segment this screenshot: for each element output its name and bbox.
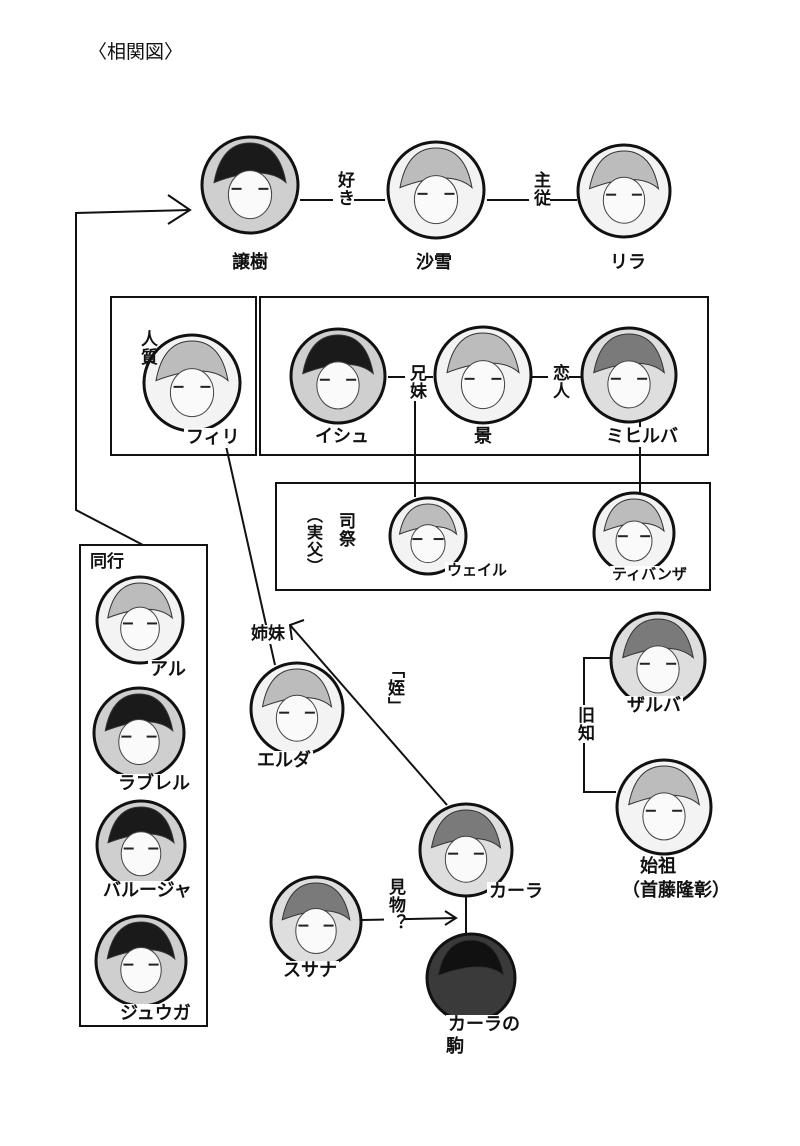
firi-portrait — [142, 333, 242, 433]
relation-jippu: （実父） — [304, 507, 323, 575]
name-kara-koma-2: 駒 — [446, 1036, 464, 1057]
priest-box — [275, 482, 711, 591]
name-firi: フィリ — [184, 427, 242, 448]
kara-koma-portrait — [425, 932, 517, 1024]
companion-box — [79, 544, 208, 1027]
relation-koibito: 恋人 — [548, 363, 569, 401]
name-susana: スサナ — [281, 960, 339, 981]
susana-portrait — [269, 875, 363, 969]
page-title: 〈相関図〉 — [88, 41, 184, 63]
name-baruja: バルージャ — [101, 880, 194, 901]
name-ishu: イシュ — [313, 426, 371, 447]
name-tivanza: ティバンザ — [610, 565, 689, 583]
name-eruda: エルダ — [255, 750, 313, 771]
name-rabururu: ラブレル — [116, 773, 192, 794]
weiru-portrait — [388, 496, 468, 576]
zaruba-portrait — [609, 611, 707, 709]
relation-kyoudai: 兄妹 — [405, 363, 426, 401]
relation-kyuuchi: 旧知 — [573, 705, 594, 743]
relation-dougyou: 同行 — [90, 552, 124, 572]
name-shiso-sub: （首藤隆彰） — [622, 880, 730, 901]
name-kara-koma-1: カーラの — [446, 1014, 522, 1035]
rira-portrait — [576, 143, 672, 239]
kara-portrait — [418, 802, 514, 898]
name-kei: 景 — [474, 426, 492, 447]
relation-kenbutsu: 見物？ — [384, 877, 405, 933]
name-zaruba: ザルバ — [625, 695, 683, 716]
name-juuga: ジュウガ — [118, 1003, 193, 1024]
rabururu-portrait — [92, 686, 186, 780]
name-rira: リラ — [610, 252, 646, 273]
relation-hitojichi: 人質 — [137, 330, 157, 366]
juuga-portrait — [94, 914, 188, 1008]
name-kara: カーラ — [487, 881, 545, 902]
hostage-box — [110, 296, 257, 456]
mihiruba-portrait — [580, 326, 678, 424]
sayuki-portrait — [386, 140, 486, 240]
relation-shimai: 姉妹 — [249, 624, 287, 644]
tivanza-portrait — [592, 491, 676, 575]
yuki-portrait — [200, 135, 300, 235]
name-sayuki: 沙雪 — [416, 252, 452, 273]
ishu-portrait — [289, 327, 387, 425]
shiso-portrait — [615, 758, 713, 856]
aru-portrait — [95, 575, 185, 665]
name-aru: アル — [148, 659, 188, 680]
family-box — [259, 296, 709, 456]
name-shiso: 始祖 — [640, 856, 676, 877]
relation-suki: 好き — [333, 170, 354, 208]
name-mihiruba: ミヒルバ — [604, 426, 680, 447]
relation-shisai: 司祭 — [335, 512, 355, 548]
name-yuki: 譲樹 — [232, 252, 268, 273]
relation-mei: 「姪」 — [383, 660, 404, 716]
kei-portrait — [433, 325, 533, 425]
name-weiru: ウェイル — [445, 561, 510, 579]
eruda-portrait — [249, 661, 345, 757]
relation-shuju: 主従 — [529, 170, 550, 208]
baruja-portrait — [95, 799, 187, 891]
